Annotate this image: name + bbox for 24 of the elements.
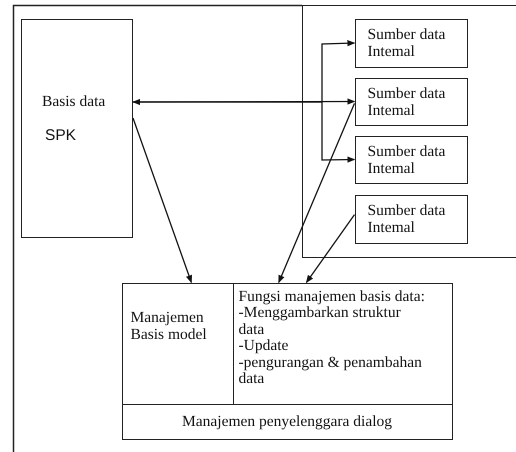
arrow: [133, 101, 356, 163]
label-text: Sumber data Intemal: [368, 26, 446, 60]
database-box: [21, 19, 133, 238]
label-text: SPK: [44, 127, 78, 144]
label-text: Basis data: [42, 92, 106, 110]
source-box: [354, 78, 468, 126]
panel-box: [302, 5, 516, 258]
source-box: [354, 136, 468, 184]
arrow: [278, 103, 356, 284]
label-text: Manajemen penyelenggara dialog: [180, 412, 394, 430]
heading-text: Fungsi manajemen basis data:: [238, 288, 426, 306]
subsystem-box: [122, 283, 453, 440]
label-text: Sumber data Intemal: [368, 142, 446, 177]
label-text: Sumber data Intemal: [368, 202, 446, 236]
arrow: [306, 214, 356, 284]
list-item: -Menggambarkan struktur data: [238, 305, 402, 338]
arrow: [132, 118, 192, 284]
source-box: [354, 18, 468, 68]
label-text: Manajemen Basis model: [130, 308, 208, 343]
source-box: [354, 194, 468, 244]
list-item: -pengurangan & penambahan data: [238, 354, 423, 388]
arrow: [132, 98, 356, 106]
label-text: Sumber data Intemal: [368, 84, 446, 119]
list-item: -Update: [238, 338, 290, 355]
